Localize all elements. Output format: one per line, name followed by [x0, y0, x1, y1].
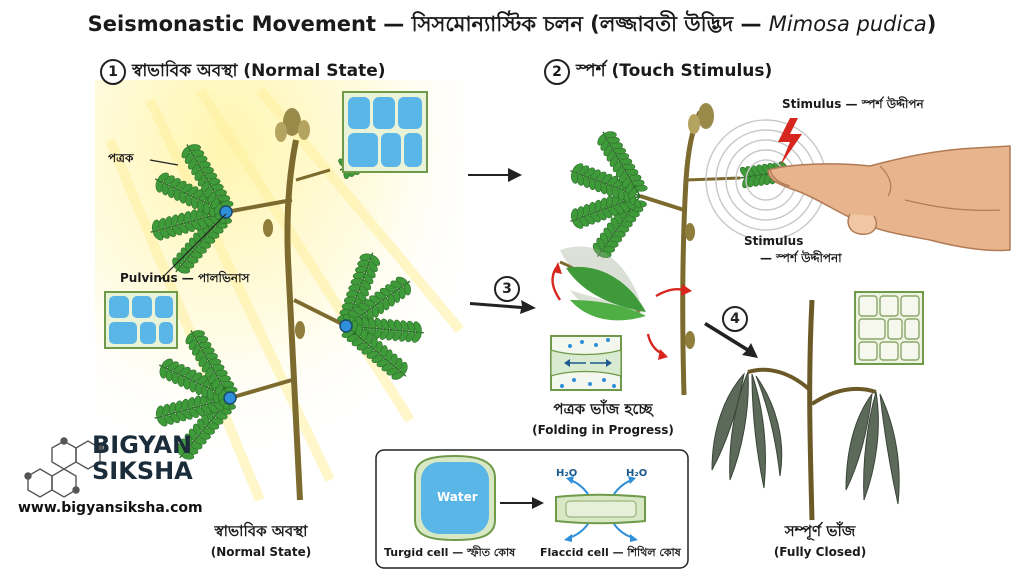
stimulus-label-mid-bn: — স্পর্শ উদ্দীপনা	[760, 251, 842, 265]
pulvinus-node	[223, 391, 237, 405]
pointing-hand	[767, 145, 1011, 252]
normal-plant	[150, 108, 424, 501]
page-title: Seismonastic Movement — সিসমোন্যাস্টিক চ…	[87, 12, 937, 36]
step-1-number: 1	[100, 59, 126, 85]
pulvinus-detail-inset	[550, 335, 622, 391]
stage-arrows	[468, 168, 758, 358]
flaccid-cell-label: Flaccid cell — শিথিল কোষ	[540, 546, 681, 559]
pulvinus-node	[219, 205, 233, 219]
stimulus-label-top: Stimulus — স্পর্শ উদ্দীপন	[782, 97, 924, 111]
caption-folding: পত্রক ভাঁজ হচ্ছে(Folding in Progress)	[532, 400, 674, 437]
pinna-leaf	[185, 330, 238, 401]
turgid-cell-label: Turgid cell — স্ফীত কোষ	[384, 546, 516, 559]
leaflet-pointer	[149, 159, 179, 166]
caption-fully-closed: সম্পূর্ণ ভাঁজ(Fully Closed)	[773, 522, 867, 559]
closed-plant	[711, 299, 900, 521]
caption-normal-state: স্বাভাবিক অবস্থা(Normal State)	[210, 522, 312, 559]
folding-leaf	[551, 246, 692, 360]
pulvinus-node	[339, 319, 353, 333]
flaccid-cells-inset	[854, 291, 924, 365]
step-2-number: 2	[544, 59, 570, 85]
pulvinus-pointer	[159, 213, 227, 281]
pinna-leaf	[181, 144, 234, 215]
pinna-leaf	[597, 131, 648, 199]
h2o-label-left: H₂O	[556, 468, 578, 479]
water-label: Water	[437, 490, 478, 504]
h2o-label-right: H₂O	[626, 468, 648, 479]
pinna-leaf	[341, 320, 408, 380]
pinna-leaf	[570, 187, 642, 229]
pinna-leaf	[570, 163, 642, 205]
stimulus-label-mid: Stimulus	[744, 234, 804, 248]
stimulus-lightning-icon	[778, 118, 802, 166]
step-3-number: 3	[494, 276, 520, 302]
pulvinus-label: Pulvinus — পালভিনাস	[120, 271, 250, 285]
brand-url: www.bigyansiksha.com	[18, 500, 203, 516]
turgid-cells-inset-left	[104, 291, 178, 349]
step-4-number: 4	[722, 306, 748, 332]
brand-hexagon-icon	[24, 437, 104, 498]
leaflet-label: পত্রক	[108, 151, 134, 165]
turgid-cells-inset-top	[342, 91, 428, 173]
cell-legend-box	[375, 449, 689, 569]
